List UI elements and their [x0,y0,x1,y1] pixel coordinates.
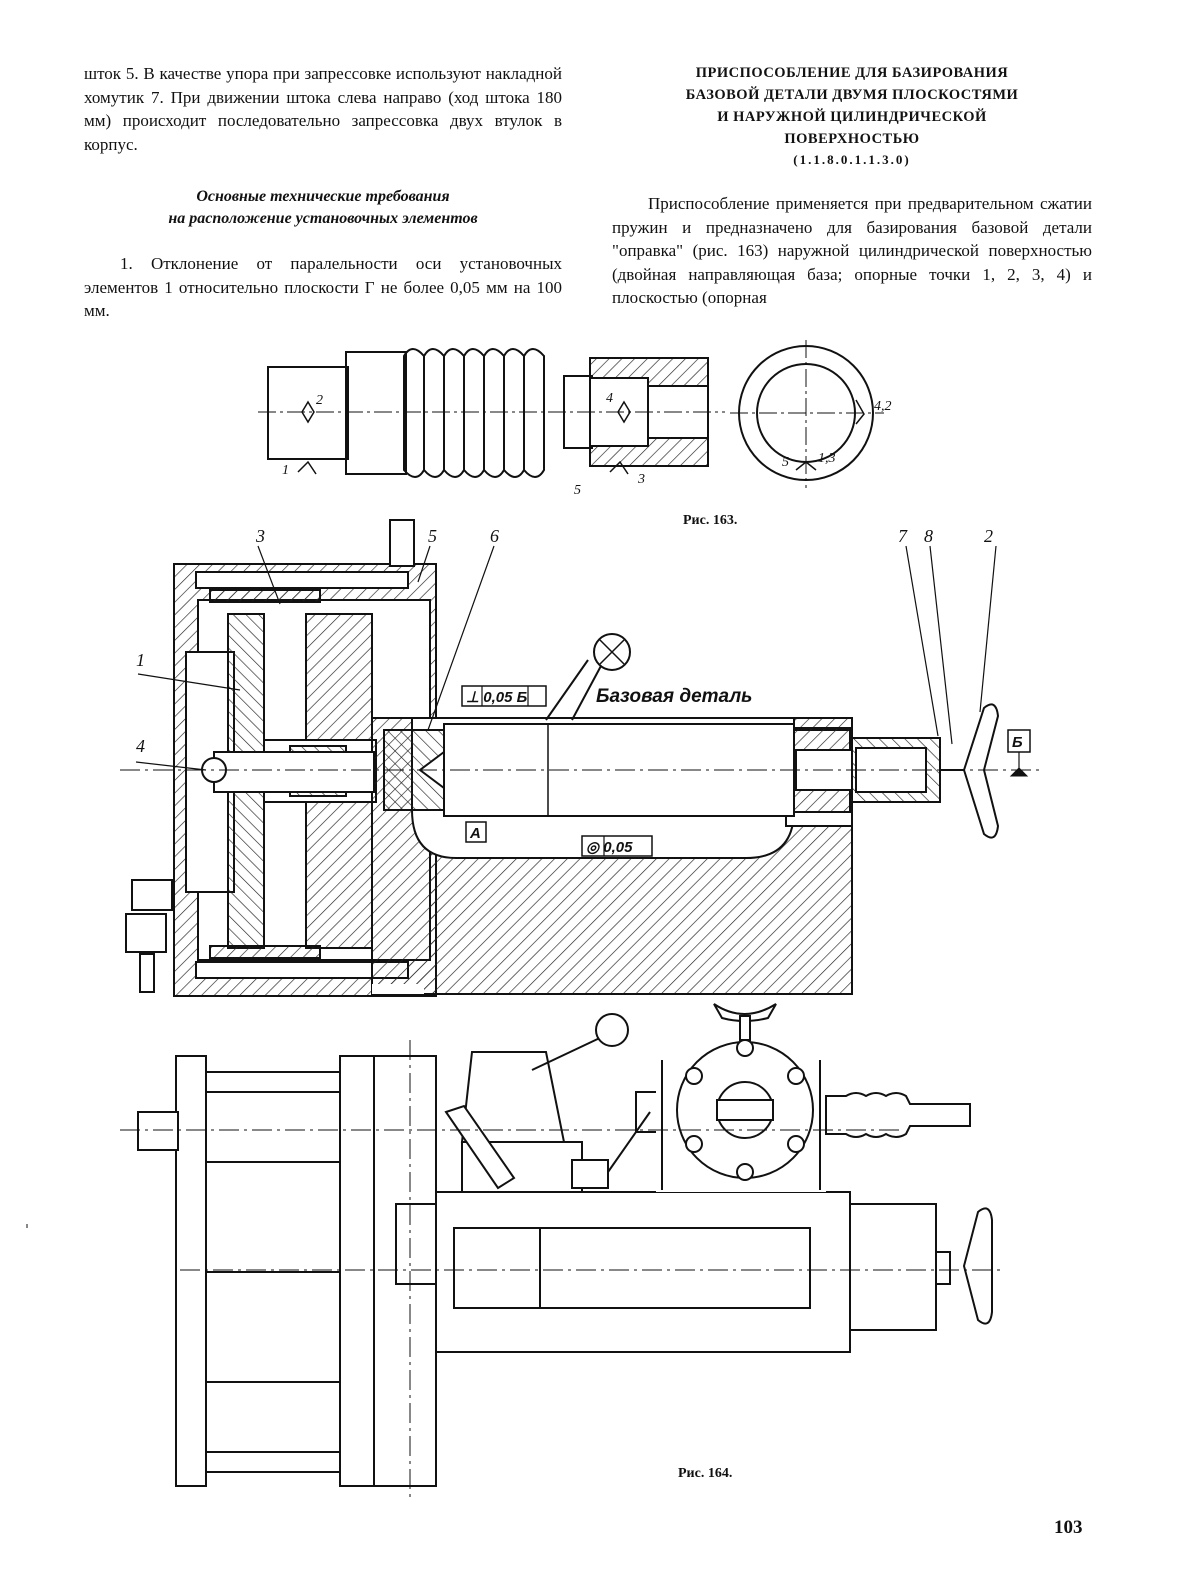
fig164-plan-view [120,1003,1000,1500]
fig164-label-1: 1 [136,650,145,670]
fig163-label-4-2: 4,2 [874,399,892,414]
right-text-column: ПРИСПОСОБЛЕНИЕ ДЛЯ БАЗИРОВАНИЯ БАЗОВОЙ Д… [612,62,1092,310]
margin-mark [26,1224,28,1228]
fig164-label-4: 4 [136,736,145,756]
requirements-heading-line2: на расположение установочных элементов [168,210,478,227]
page-number: 103 [1054,1517,1083,1538]
fig164-label-2: 2 [984,526,993,546]
fig163-labels: 2 4 1 5 3 4,2 5 1,3 [282,391,892,498]
left-paragraph-2: 1. Отклонение от паралельности оси устан… [84,254,562,320]
fig163-label-1: 1 [282,463,289,478]
fig164-label-5: 5 [428,526,437,546]
requirements-heading-line1: Основные технические требования [196,188,450,205]
fig164-label-7: 7 [898,526,908,546]
section-title-line4: ПОВЕРХНОСТЬЮ [784,131,920,147]
fig163-label-4: 4 [606,391,613,406]
fig163-drawing [258,340,884,488]
fig164-caption: Рис. 164. [678,1466,733,1481]
fig163-caption: Рис. 163. [683,513,738,528]
fig164-section-labels: 3 5 6 1 4 7 8 2 Базовая деталь ⊥ 0,05 Б … [136,526,1023,856]
perpendicularity-tolerance: ⊥ 0,05 Б [466,689,528,706]
section-title-line1: ПРИСПОСОБЛЕНИЕ ДЛЯ БАЗИРОВАНИЯ [695,65,1009,81]
fig163-label-5b: 5 [782,455,789,470]
datum-a: А [469,825,481,842]
section-title-line3: И НАРУЖНОЙ ЦИЛИНДРИЧЕСКОЙ [717,109,987,125]
left-paragraph-1: шток 5. В качестве упора при запрессовке… [84,64,562,154]
section-title-line2: БАЗОВОЙ ДЕТАЛИ ДВУМЯ ПЛОСКОСТЯМИ [685,87,1019,103]
fig164-section-view [120,519,1040,997]
fig164-label-3: 3 [255,526,265,546]
right-paragraph-1: Приспособление применяется при предварит… [612,194,1092,307]
section-code: (1.1.8.0.1.1.3.0) [793,152,911,167]
fig163-label-3: 3 [637,472,645,487]
fig163-label-5: 5 [574,483,581,498]
base-part-label: Базовая деталь [596,686,752,707]
fig164-label-6: 6 [490,526,499,546]
fig163-label-2: 2 [316,393,323,408]
datum-b: Б [1012,734,1023,751]
concentricity-tolerance: ◎ 0,05 [586,839,633,856]
fig164-label-8: 8 [924,526,933,546]
left-text-column: шток 5. В качестве упора при запрессовке… [84,62,562,323]
fig163-label-1-3: 1,3 [818,451,836,466]
